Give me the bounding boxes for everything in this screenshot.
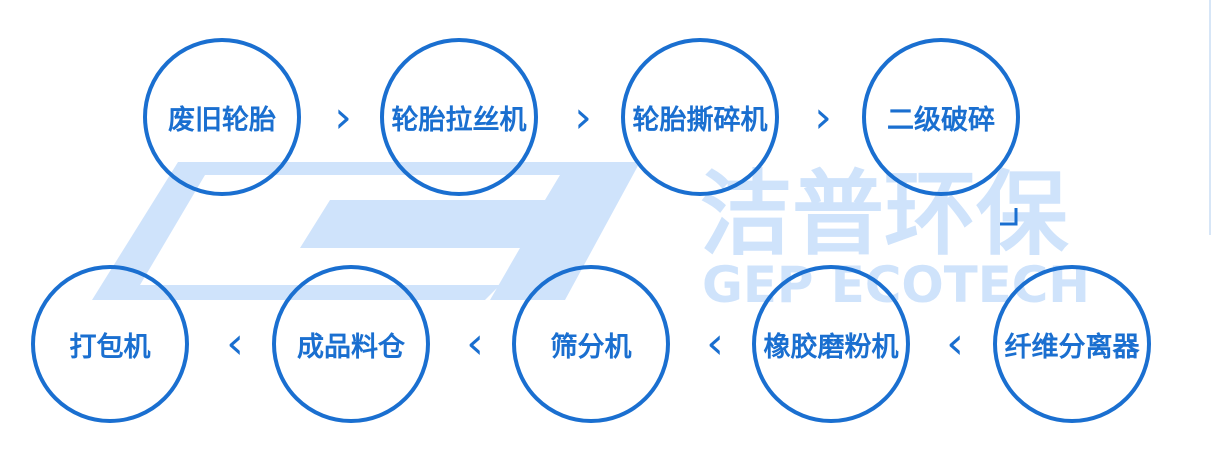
step-waste-tires: 废旧轮胎 <box>143 38 301 196</box>
arrow-left-icon: ‹ <box>706 318 724 369</box>
step-label: 纤维分离器 <box>1004 331 1140 363</box>
watermark-brand-cn: 洁普环保 <box>700 161 1069 268</box>
step-label: 废旧轮胎 <box>168 104 276 136</box>
turn-down-icon <box>1000 208 1018 226</box>
arrow-right-icon: › <box>574 92 592 143</box>
step-label: 橡胶磨粉机 <box>763 331 899 363</box>
step-screening-machine: 筛分机 <box>512 265 670 423</box>
arrow-left-icon: ‹ <box>466 318 484 369</box>
step-label: 轮胎拉丝机 <box>391 104 527 136</box>
arrow-right-icon: › <box>814 92 832 143</box>
step-label: 二级破碎 <box>887 104 995 136</box>
step-tire-wire-drawing-machine: 轮胎拉丝机 <box>380 38 538 196</box>
step-baler: 打包机 <box>31 265 189 423</box>
step-label: 轮胎撕碎机 <box>632 104 768 136</box>
step-tire-shredder: 轮胎撕碎机 <box>621 38 779 196</box>
step-label: 成品料仓 <box>297 331 405 363</box>
step-finished-material-silo: 成品料仓 <box>272 265 430 423</box>
step-fiber-separator: 纤维分离器 <box>993 265 1151 423</box>
step-rubber-powder-mill: 橡胶磨粉机 <box>752 265 910 423</box>
edge-divider <box>1209 0 1211 235</box>
arrow-left-icon: ‹ <box>946 318 964 369</box>
arrow-right-icon: › <box>334 92 352 143</box>
arrow-left-icon: ‹ <box>226 318 244 369</box>
step-label: 打包机 <box>69 331 151 363</box>
step-secondary-crushing: 二级破碎 <box>862 38 1020 196</box>
step-label: 筛分机 <box>550 331 632 363</box>
